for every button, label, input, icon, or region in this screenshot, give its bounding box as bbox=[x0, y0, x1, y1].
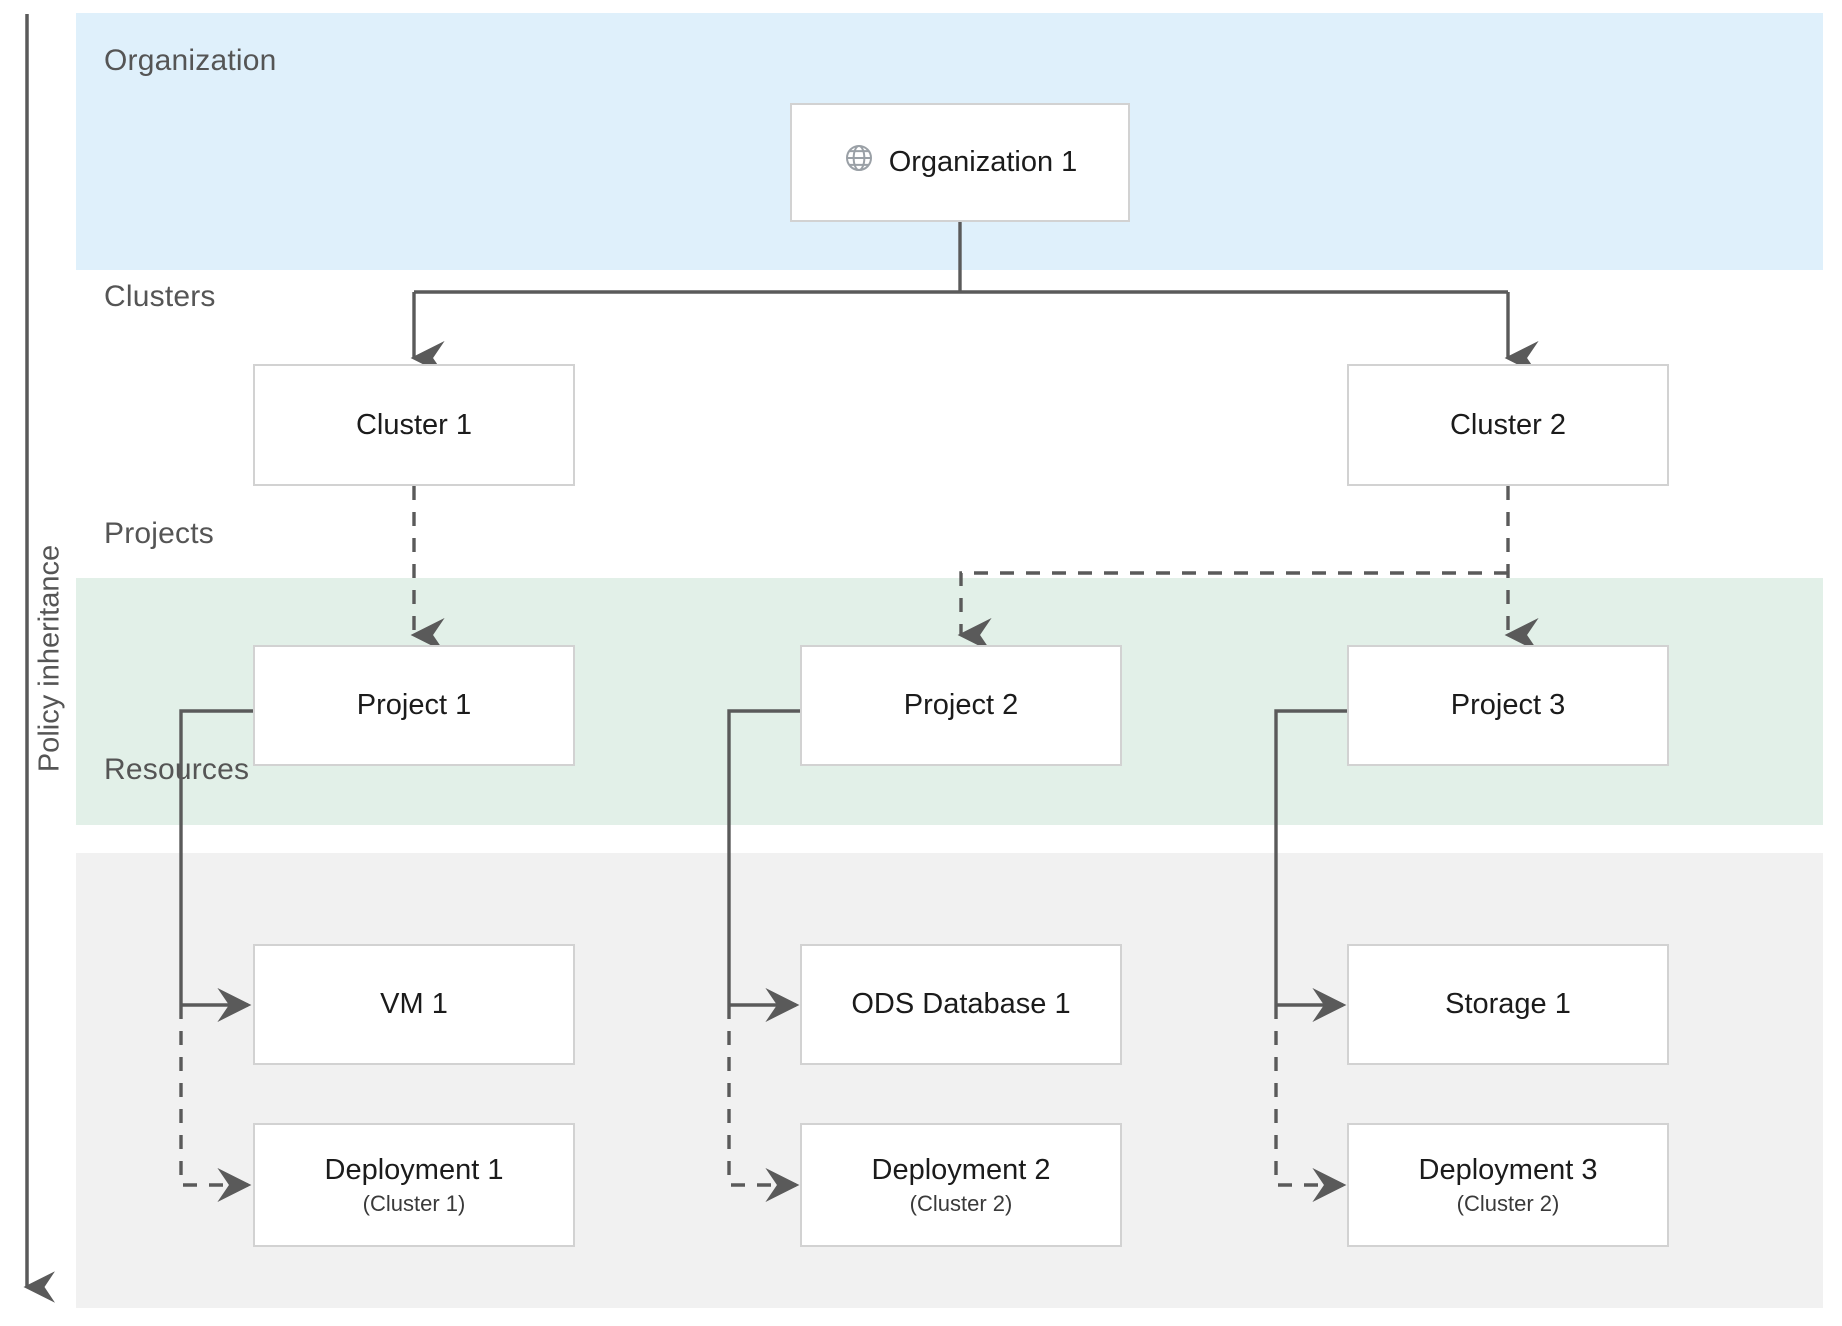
node-sublabel: (Cluster 2) bbox=[909, 1191, 1013, 1217]
band-label-clusters: Clusters bbox=[104, 280, 216, 313]
node-label: Project 1 bbox=[356, 689, 472, 722]
band-label-resources: Resources bbox=[104, 753, 250, 786]
node-organization-1[interactable]: Organization 1 bbox=[790, 103, 1130, 222]
node-cluster-1[interactable]: Cluster 1 bbox=[253, 364, 575, 486]
node-label: Deployment 2 bbox=[871, 1153, 1051, 1186]
node-project-3[interactable]: Project 3 bbox=[1347, 645, 1669, 766]
node-label: VM 1 bbox=[380, 988, 448, 1021]
node-storage-1[interactable]: Storage 1 bbox=[1347, 944, 1669, 1065]
node-deployment-1[interactable]: Deployment 1 (Cluster 1) bbox=[253, 1123, 575, 1247]
node-deployment-3[interactable]: Deployment 3 (Cluster 2) bbox=[1347, 1123, 1669, 1247]
node-label: Deployment 3 bbox=[1418, 1153, 1598, 1186]
node-ods-database-1[interactable]: ODS Database 1 bbox=[800, 944, 1122, 1065]
axis-label: Policy inheritance bbox=[33, 544, 66, 773]
node-label: Storage 1 bbox=[1445, 988, 1571, 1021]
node-label: Deployment 1 bbox=[324, 1153, 504, 1186]
node-label: Project 2 bbox=[903, 689, 1019, 722]
axis-arrow-icon bbox=[23, 14, 55, 1303]
node-project-2[interactable]: Project 2 bbox=[800, 645, 1122, 766]
node-sublabel: (Cluster 1) bbox=[362, 1191, 466, 1217]
globe-icon bbox=[843, 142, 875, 182]
policy-inheritance-axis: Policy inheritance bbox=[0, 0, 76, 1326]
node-label: ODS Database 1 bbox=[851, 988, 1071, 1021]
band-label-organization: Organization bbox=[104, 44, 277, 77]
node-label: Organization 1 bbox=[888, 146, 1078, 179]
node-sublabel: (Cluster 2) bbox=[1456, 1191, 1560, 1217]
node-label: Cluster 1 bbox=[355, 408, 473, 441]
node-project-1[interactable]: Project 1 bbox=[253, 645, 575, 766]
band-label-projects: Projects bbox=[104, 517, 214, 550]
node-deployment-2[interactable]: Deployment 2 (Cluster 2) bbox=[800, 1123, 1122, 1247]
node-label: Cluster 2 bbox=[1449, 408, 1567, 441]
node-cluster-2[interactable]: Cluster 2 bbox=[1347, 364, 1669, 486]
node-vm-1[interactable]: VM 1 bbox=[253, 944, 575, 1065]
node-label: Project 3 bbox=[1450, 689, 1566, 722]
